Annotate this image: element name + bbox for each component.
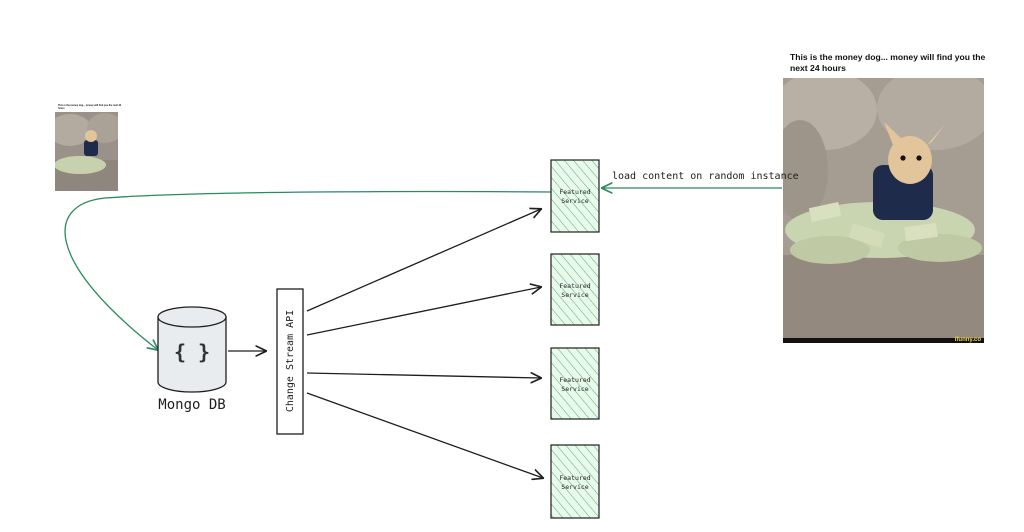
- featured-service-3: Featured Service: [550, 347, 600, 420]
- service-label-line1: Featured: [559, 282, 590, 290]
- change-stream-label: Change Stream API: [285, 310, 296, 412]
- meme-caption: This is the money dog... money will find…: [790, 52, 986, 73]
- featured-service-1: Featured Service: [550, 159, 600, 233]
- meme-caption-small: This is the money dog... money will find…: [58, 104, 122, 110]
- service-label-line2: Service: [561, 483, 588, 491]
- stream-to-service-3-arrow: [306, 373, 541, 378]
- meme-thumbnail-small: [55, 112, 118, 191]
- load-content-label: load content on random instance: [612, 171, 799, 182]
- watermark-text: ifunny.co: [955, 337, 982, 343]
- update-database-arrow: [64, 190, 553, 350]
- featured-service-2: Featured Service: [550, 253, 600, 326]
- database-braces-icon: { }: [174, 340, 210, 364]
- service-label-line1: Featured: [559, 188, 590, 196]
- database-label: Mongo DB: [158, 397, 225, 413]
- featured-service-4: Featured Service: [550, 444, 600, 519]
- service-label-line2: Service: [561, 291, 588, 299]
- change-stream-api: Change Stream API: [276, 288, 304, 435]
- mongo-db: { } Mongo DB: [157, 306, 227, 413]
- stream-to-service-4-arrow: [306, 392, 543, 478]
- money-dog-photo: ifunny.co: [783, 78, 984, 343]
- service-label-line2: Service: [561, 197, 588, 205]
- service-label-line1: Featured: [559, 376, 590, 384]
- service-label-line1: Featured: [559, 474, 590, 482]
- service-label-line2: Service: [561, 385, 588, 393]
- stream-to-service-2-arrow: [306, 287, 541, 336]
- stream-to-service-1-arrow: [306, 209, 541, 312]
